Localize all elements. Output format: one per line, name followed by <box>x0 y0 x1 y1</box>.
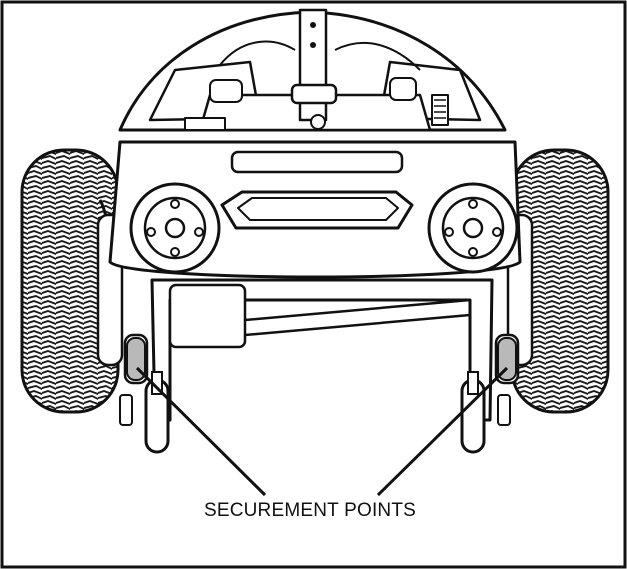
left-tail-light <box>129 182 221 274</box>
left-anti-tip-wheel <box>119 371 170 454</box>
right-tail-light <box>427 182 519 274</box>
securement-points-label: SECUREMENT POINTS <box>203 500 417 521</box>
right-securement-point <box>497 337 517 381</box>
upper-body <box>118 8 507 132</box>
left-rear-tire <box>20 148 124 414</box>
callout-leader-lines <box>135 366 509 497</box>
right-rear-tire <box>506 148 610 414</box>
undercarriage <box>123 278 520 422</box>
